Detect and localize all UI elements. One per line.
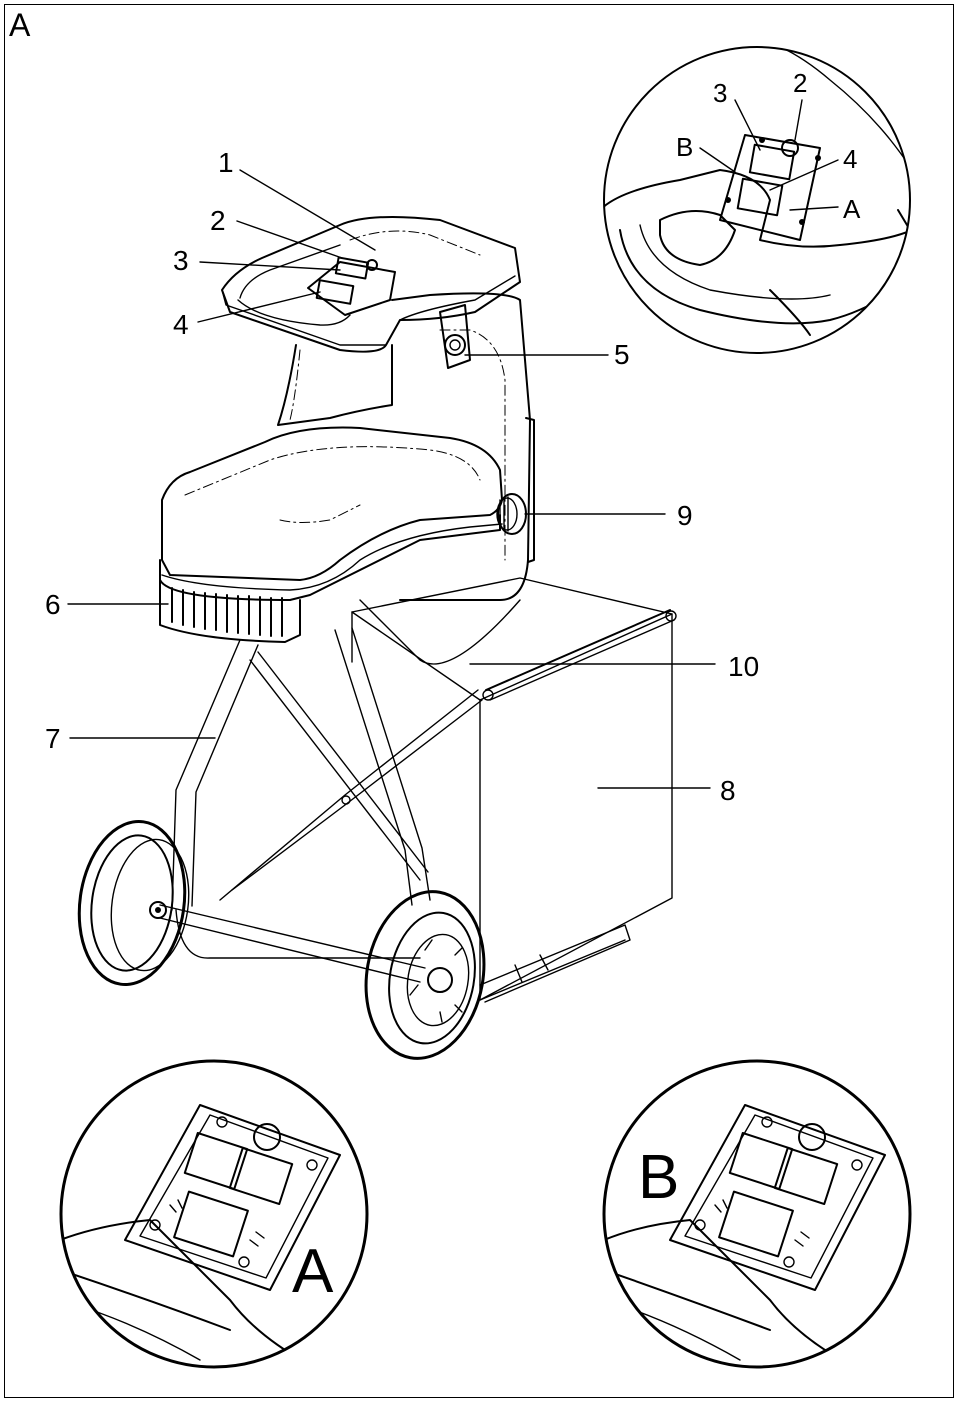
frame-tubes xyxy=(159,627,631,1003)
detail-circle-top: 2 3 4 A B xyxy=(603,46,911,354)
detail-callout-4: 4 xyxy=(843,144,857,174)
collection-bag xyxy=(351,577,677,1001)
figure-corner-label: A xyxy=(9,7,31,43)
callout-4: 4 xyxy=(173,309,189,340)
callout-5: 5 xyxy=(614,339,630,370)
adjustment-knob-9 xyxy=(496,493,527,535)
callout-6: 6 xyxy=(45,589,61,620)
callout-9: 9 xyxy=(677,500,693,531)
callout-7: 7 xyxy=(45,723,61,754)
chute-body xyxy=(277,292,535,665)
motor-housing xyxy=(159,426,503,643)
callout-leaders xyxy=(67,169,716,789)
callout-3: 3 xyxy=(173,245,189,276)
callout-1: 1 xyxy=(218,147,234,178)
detail-circle-A: A xyxy=(59,1059,369,1369)
detail-callout-A: A xyxy=(843,194,861,224)
callout-8: 8 xyxy=(720,775,736,806)
right-wheel xyxy=(364,890,486,1060)
callout-10: 10 xyxy=(728,651,759,682)
hopper-top xyxy=(221,215,521,369)
callout-2: 2 xyxy=(210,205,226,236)
detail-B-label: B xyxy=(638,1143,679,1212)
shredder-machine xyxy=(77,215,677,1060)
detail-callout-2: 2 xyxy=(793,68,807,98)
detail-circle-B: B xyxy=(602,1059,912,1369)
detail-callout-3: 3 xyxy=(713,78,727,108)
detail-A-label: A xyxy=(292,1237,334,1306)
figure-frame xyxy=(4,4,954,1398)
left-wheel xyxy=(77,819,190,987)
detail-callout-B: B xyxy=(676,132,693,162)
